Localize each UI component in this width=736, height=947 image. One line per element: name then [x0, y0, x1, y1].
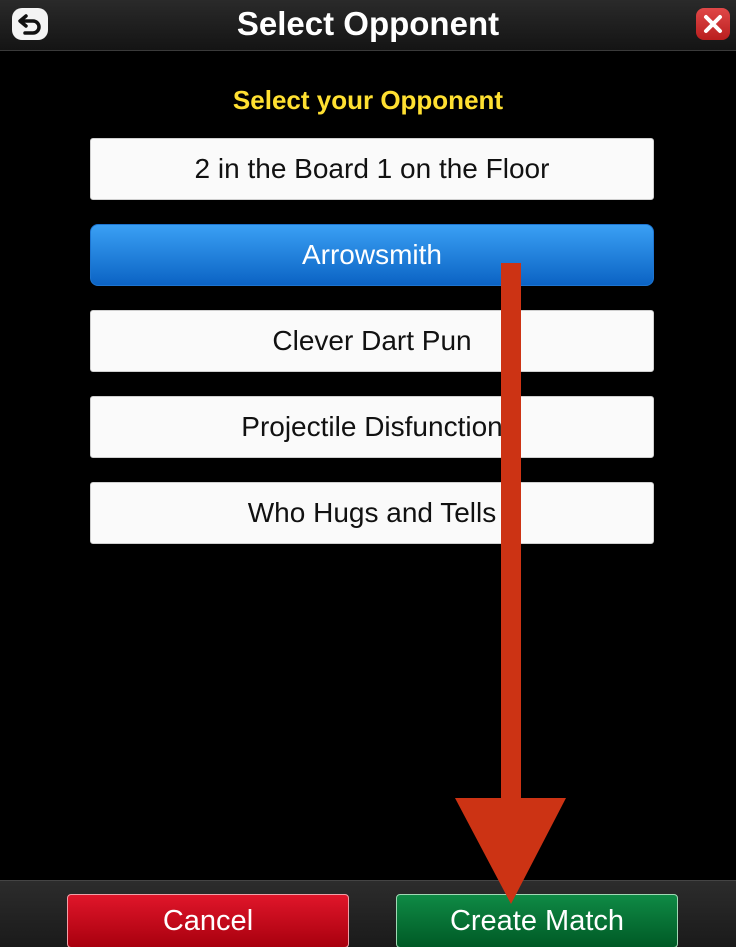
header-bar: Select Opponent — [0, 0, 736, 51]
footer-bar: Cancel Create Match — [0, 880, 736, 947]
opponent-list: 2 in the Board 1 on the Floor Arrowsmith… — [90, 138, 654, 568]
opponent-option[interactable]: Clever Dart Pun — [90, 310, 654, 372]
opponent-option-selected[interactable]: Arrowsmith — [90, 224, 654, 286]
close-icon — [704, 15, 722, 33]
create-match-button[interactable]: Create Match — [396, 894, 678, 947]
page-title: Select Opponent — [236, 5, 500, 42]
opponent-option[interactable]: Projectile Disfunction — [90, 396, 654, 458]
back-button[interactable] — [12, 8, 48, 40]
opponent-option[interactable]: 2 in the Board 1 on the Floor — [90, 138, 654, 200]
back-arrow-icon — [18, 14, 41, 35]
select-prompt: Select your Opponent — [232, 85, 504, 115]
opponent-option[interactable]: Who Hugs and Tells — [90, 482, 654, 544]
cancel-button[interactable]: Cancel — [67, 894, 349, 947]
close-button[interactable] — [696, 8, 730, 40]
